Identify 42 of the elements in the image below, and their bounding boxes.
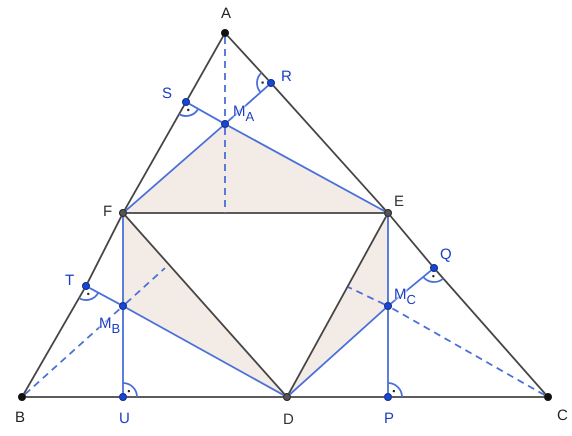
- point-label: P: [384, 411, 394, 426]
- dashed-line: [391, 307, 545, 396]
- point-label: D: [283, 412, 294, 427]
- line-segment: [228, 125, 385, 212]
- line-segment: [387, 217, 389, 302]
- point-label: M$_{B}$: [99, 316, 120, 335]
- point-label: B: [15, 410, 26, 425]
- line-segment: [124, 105, 185, 210]
- line-segment: [26, 396, 119, 398]
- point-label: Q: [440, 247, 452, 262]
- point-label: S: [162, 86, 172, 101]
- dashed-line: [348, 286, 385, 306]
- line-segment: [127, 396, 283, 398]
- line-segment: [291, 396, 384, 398]
- line-segment: [390, 216, 432, 266]
- point-label: F: [103, 204, 112, 219]
- point-label: R: [281, 69, 292, 84]
- line-segment: [227, 35, 269, 81]
- point-label: T: [65, 273, 74, 288]
- line-segment: [122, 217, 124, 302]
- point-label: E: [394, 194, 404, 209]
- line-segment: [189, 103, 222, 123]
- line-segment: [127, 212, 384, 214]
- point-label: C: [557, 408, 568, 423]
- line-segment: [187, 36, 224, 99]
- line-segment: [227, 84, 269, 122]
- line-segment: [87, 216, 122, 283]
- dashed-line: [125, 267, 166, 304]
- line-segment: [289, 308, 386, 395]
- line-segment: [436, 270, 546, 395]
- point-label: U: [119, 411, 130, 426]
- line-segment: [125, 126, 223, 212]
- dashed-line: [224, 128, 226, 213]
- line-segment: [126, 307, 284, 396]
- line-segment: [273, 85, 386, 211]
- line-segment: [122, 310, 124, 393]
- line-segment: [23, 289, 85, 394]
- dashed-line: [24, 308, 121, 395]
- line-segment: [387, 310, 389, 393]
- line-segment: [392, 396, 544, 398]
- line-segment: [89, 287, 120, 305]
- point-label: A: [221, 6, 232, 21]
